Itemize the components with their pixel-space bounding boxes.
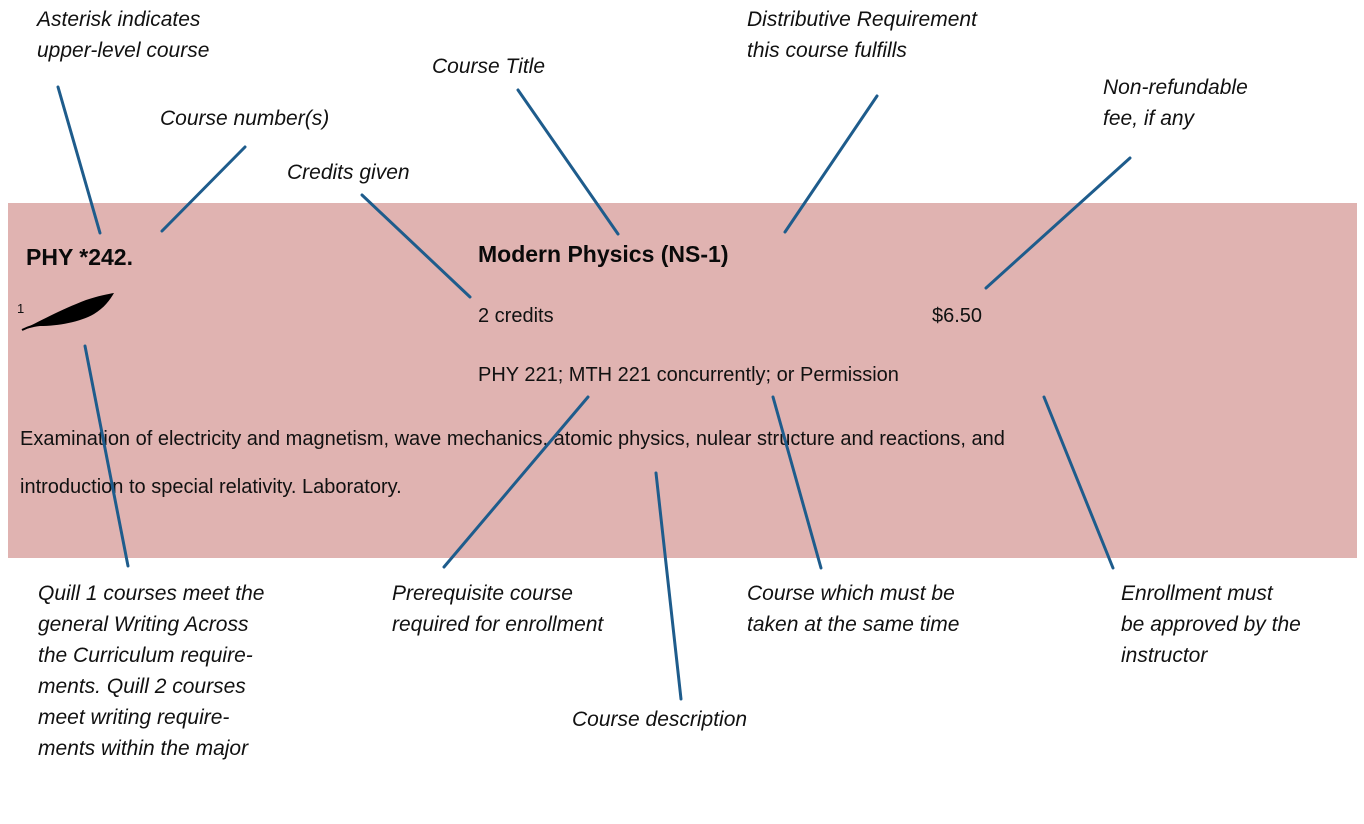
quill-annotation: Quill 1 courses meet the general Writing…	[38, 578, 264, 764]
course-number-annotation: Course number(s)	[160, 107, 330, 130]
asterisk-leader-line	[56, 85, 102, 235]
permission-leader-line	[1042, 395, 1115, 570]
course-description-line-1: Examination of electricity and magnetism…	[20, 428, 1005, 450]
quill-leader-line	[83, 344, 130, 568]
permission-annotation-line-2: be approved by the	[1121, 613, 1301, 636]
credits-leader-line	[360, 193, 472, 299]
course-credits: 2 credits	[478, 305, 554, 327]
distributive-annotation-line-1: Distributive Requirement	[747, 8, 977, 31]
course-description: Examination of electricity and magnetism…	[20, 415, 1005, 511]
credits-annotation: Credits given	[287, 161, 410, 184]
concurrent-annotation: Course which must be taken at the same t…	[747, 578, 959, 640]
course-number-leader-line	[160, 145, 247, 233]
quill-icon	[21, 293, 114, 331]
quill-annotation-line-1: Quill 1 courses meet the	[38, 582, 265, 605]
asterisk-annotation-line-1: Asterisk indicates	[37, 8, 201, 31]
fee-annotation: Non-refundable fee, if any	[1103, 72, 1248, 134]
quill-annotation-line-2: general Writing Across	[38, 613, 249, 636]
quill-annotation-line-4: ments. Quill 2 courses	[38, 675, 246, 698]
description-leader-line	[654, 471, 683, 701]
permission-annotation: Enrollment must be approved by the instr…	[1121, 578, 1301, 671]
quill-level: 1	[17, 301, 25, 316]
title-leader-line	[516, 88, 620, 236]
course-entry-panel	[8, 203, 1357, 558]
asterisk-annotation-line-2: upper-level course	[37, 39, 210, 62]
prerequisite-annotation: Prerequisite course required for enrollm…	[392, 578, 603, 640]
course-fee: $6.50	[932, 305, 983, 327]
prerequisite-leader-line	[442, 395, 590, 569]
prerequisite-annotation-line-1: Prerequisite course	[392, 582, 573, 605]
distributive-annotation: Distributive Requirement this course ful…	[747, 4, 977, 66]
quill-annotation-line-5: meet writing require-	[38, 706, 230, 729]
fee-annotation-line-2: fee, if any	[1103, 107, 1195, 130]
distributive-annotation-line-2: this course fulfills	[747, 39, 907, 62]
quill-annotation-line-3: the Curriculum require-	[38, 644, 253, 667]
permission-annotation-line-3: instructor	[1121, 644, 1208, 667]
permission-annotation-line-1: Enrollment must	[1121, 582, 1273, 605]
concurrent-leader-line	[771, 395, 823, 570]
prerequisite-annotation-line-2: required for enrollment	[392, 613, 604, 636]
title-annotation: Course Title	[432, 55, 546, 78]
course-prerequisites: PHY 221; MTH 221 concurrently; or Permis…	[478, 364, 899, 386]
asterisk-annotation: Asterisk indicates upper-level course	[37, 4, 209, 66]
course-description-line-2: introduction to special relativity. Labo…	[20, 476, 402, 498]
quill-annotation-line-6: ments within the major	[38, 737, 249, 760]
course-code: PHY *242.	[26, 244, 133, 270]
fee-leader-line	[984, 156, 1132, 290]
concurrent-annotation-line-2: taken at the same time	[747, 613, 960, 636]
fee-annotation-line-1: Non-refundable	[1103, 76, 1248, 99]
description-annotation: Course description	[572, 708, 748, 731]
concurrent-annotation-line-1: Course which must be	[747, 582, 955, 605]
course-title: Modern Physics (NS-1)	[478, 241, 729, 267]
distributive-leader-line	[783, 94, 879, 234]
